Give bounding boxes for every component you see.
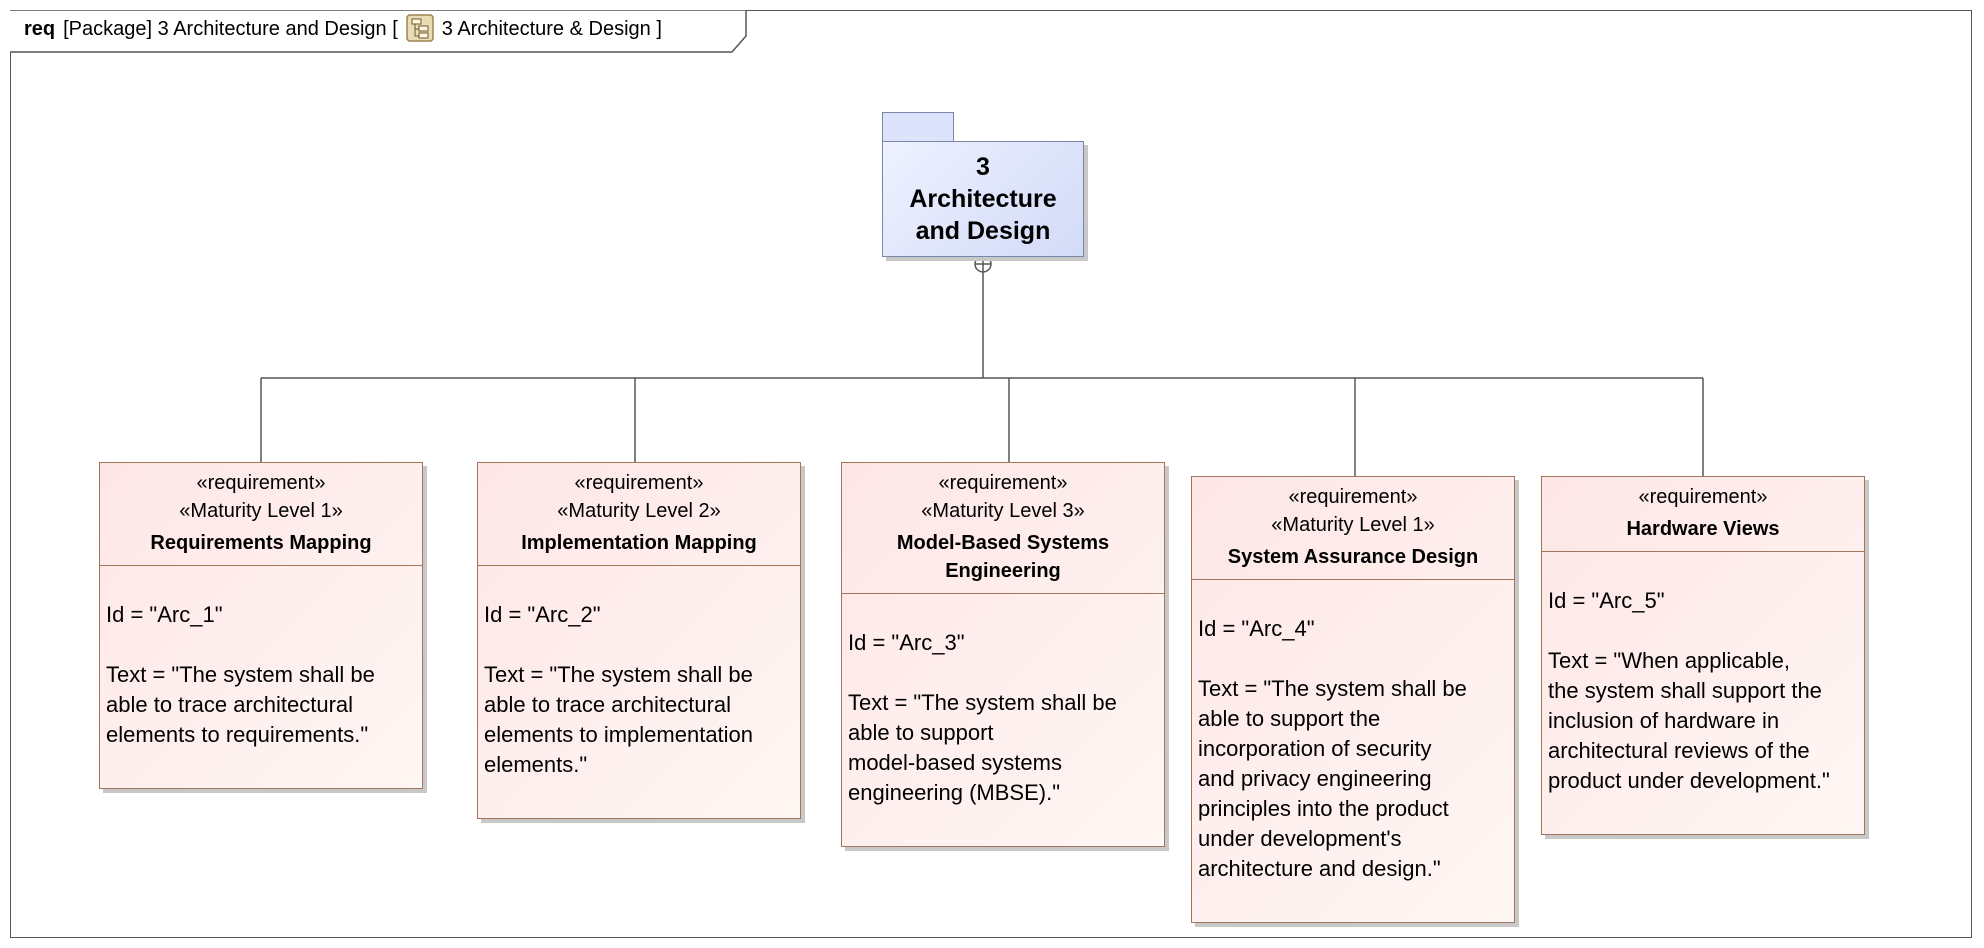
requirement-node[interactable]: «requirement» «Maturity Level 1» System … [1191, 476, 1515, 923]
requirement-text: Text = "When applicable, the system shal… [1548, 648, 1830, 793]
requirement-text: Text = "The system shall be able to supp… [848, 690, 1117, 805]
stereotype-label: «requirement» [574, 472, 704, 494]
requirement-id: Id = "Arc_4" [1198, 616, 1315, 641]
package-tab[interactable] [882, 112, 954, 142]
requirement-node[interactable]: «requirement» Hardware Views Id = "Arc_5… [1541, 476, 1865, 835]
requirement-properties: Id = "Arc_1" Text = "The system shall be… [100, 566, 422, 788]
stereotype-label: «Maturity Level 1» [179, 500, 343, 522]
requirement-id: Id = "Arc_2" [484, 602, 601, 627]
requirement-name: Model-Based Systems Engineering [896, 532, 1110, 582]
stereotype-label: «requirement» [1638, 486, 1768, 508]
stereotype-label: «Maturity Level 3» [921, 500, 1085, 522]
requirement-header: «requirement» Hardware Views [1542, 477, 1864, 552]
diagram-frame [10, 10, 1972, 938]
package-name: 3 Architecture and Design [909, 153, 1057, 245]
requirement-name: System Assurance Design [1227, 546, 1479, 568]
requirement-id: Id = "Arc_5" [1548, 588, 1665, 613]
frame-title: req [Package] 3 Architecture and Design [… [24, 10, 662, 48]
frame-diagram-name[interactable]: 3 Architecture & Design [441, 18, 651, 40]
requirement-header: «requirement» «Maturity Level 3» Model-B… [842, 463, 1164, 594]
stereotype-label: «Maturity Level 2» [557, 500, 721, 522]
frame-keyword: req [24, 18, 56, 40]
requirement-text: Text = "The system shall be able to supp… [1198, 676, 1467, 881]
requirement-name: Hardware Views [1626, 518, 1780, 540]
requirement-header: «requirement» «Maturity Level 2» Impleme… [478, 463, 800, 566]
stereotype-label: «requirement» [938, 472, 1068, 494]
requirement-id: Id = "Arc_1" [106, 602, 223, 627]
requirement-id: Id = "Arc_3" [848, 630, 965, 655]
requirement-properties: Id = "Arc_3" Text = "The system shall be… [842, 594, 1164, 846]
requirement-text: Text = "The system shall be able to trac… [484, 662, 754, 777]
requirement-properties: Id = "Arc_2" Text = "The system shall be… [478, 566, 800, 818]
requirement-header: «requirement» «Maturity Level 1» System … [1192, 477, 1514, 580]
stereotype-label: «Maturity Level 1» [1271, 514, 1435, 536]
requirement-header: «requirement» «Maturity Level 1» Require… [100, 463, 422, 566]
diagram-icon[interactable] [406, 13, 434, 42]
stereotype-label: «requirement» [1288, 486, 1418, 508]
frame-label-suffix: ] [656, 18, 662, 40]
requirement-text: Text = "The system shall be able to trac… [106, 662, 375, 747]
frame-label-prefix: [Package] 3 Architecture and Design [ [63, 18, 398, 40]
stereotype-label: «requirement» [196, 472, 326, 494]
requirement-node[interactable]: «requirement» «Maturity Level 3» Model-B… [841, 462, 1165, 847]
requirement-properties: Id = "Arc_4" Text = "The system shall be… [1192, 580, 1514, 922]
requirement-node[interactable]: «requirement» «Maturity Level 1» Require… [99, 462, 423, 789]
package-node[interactable]: 3 Architecture and Design [882, 141, 1084, 257]
containment-anchor-icon [974, 255, 992, 273]
requirement-properties: Id = "Arc_5" Text = "When applicable, th… [1542, 552, 1864, 834]
requirement-node[interactable]: «requirement» «Maturity Level 2» Impleme… [477, 462, 801, 819]
frame-tab-outline [10, 10, 747, 53]
requirement-name: Requirements Mapping [150, 532, 372, 554]
requirement-name: Implementation Mapping [521, 532, 757, 554]
